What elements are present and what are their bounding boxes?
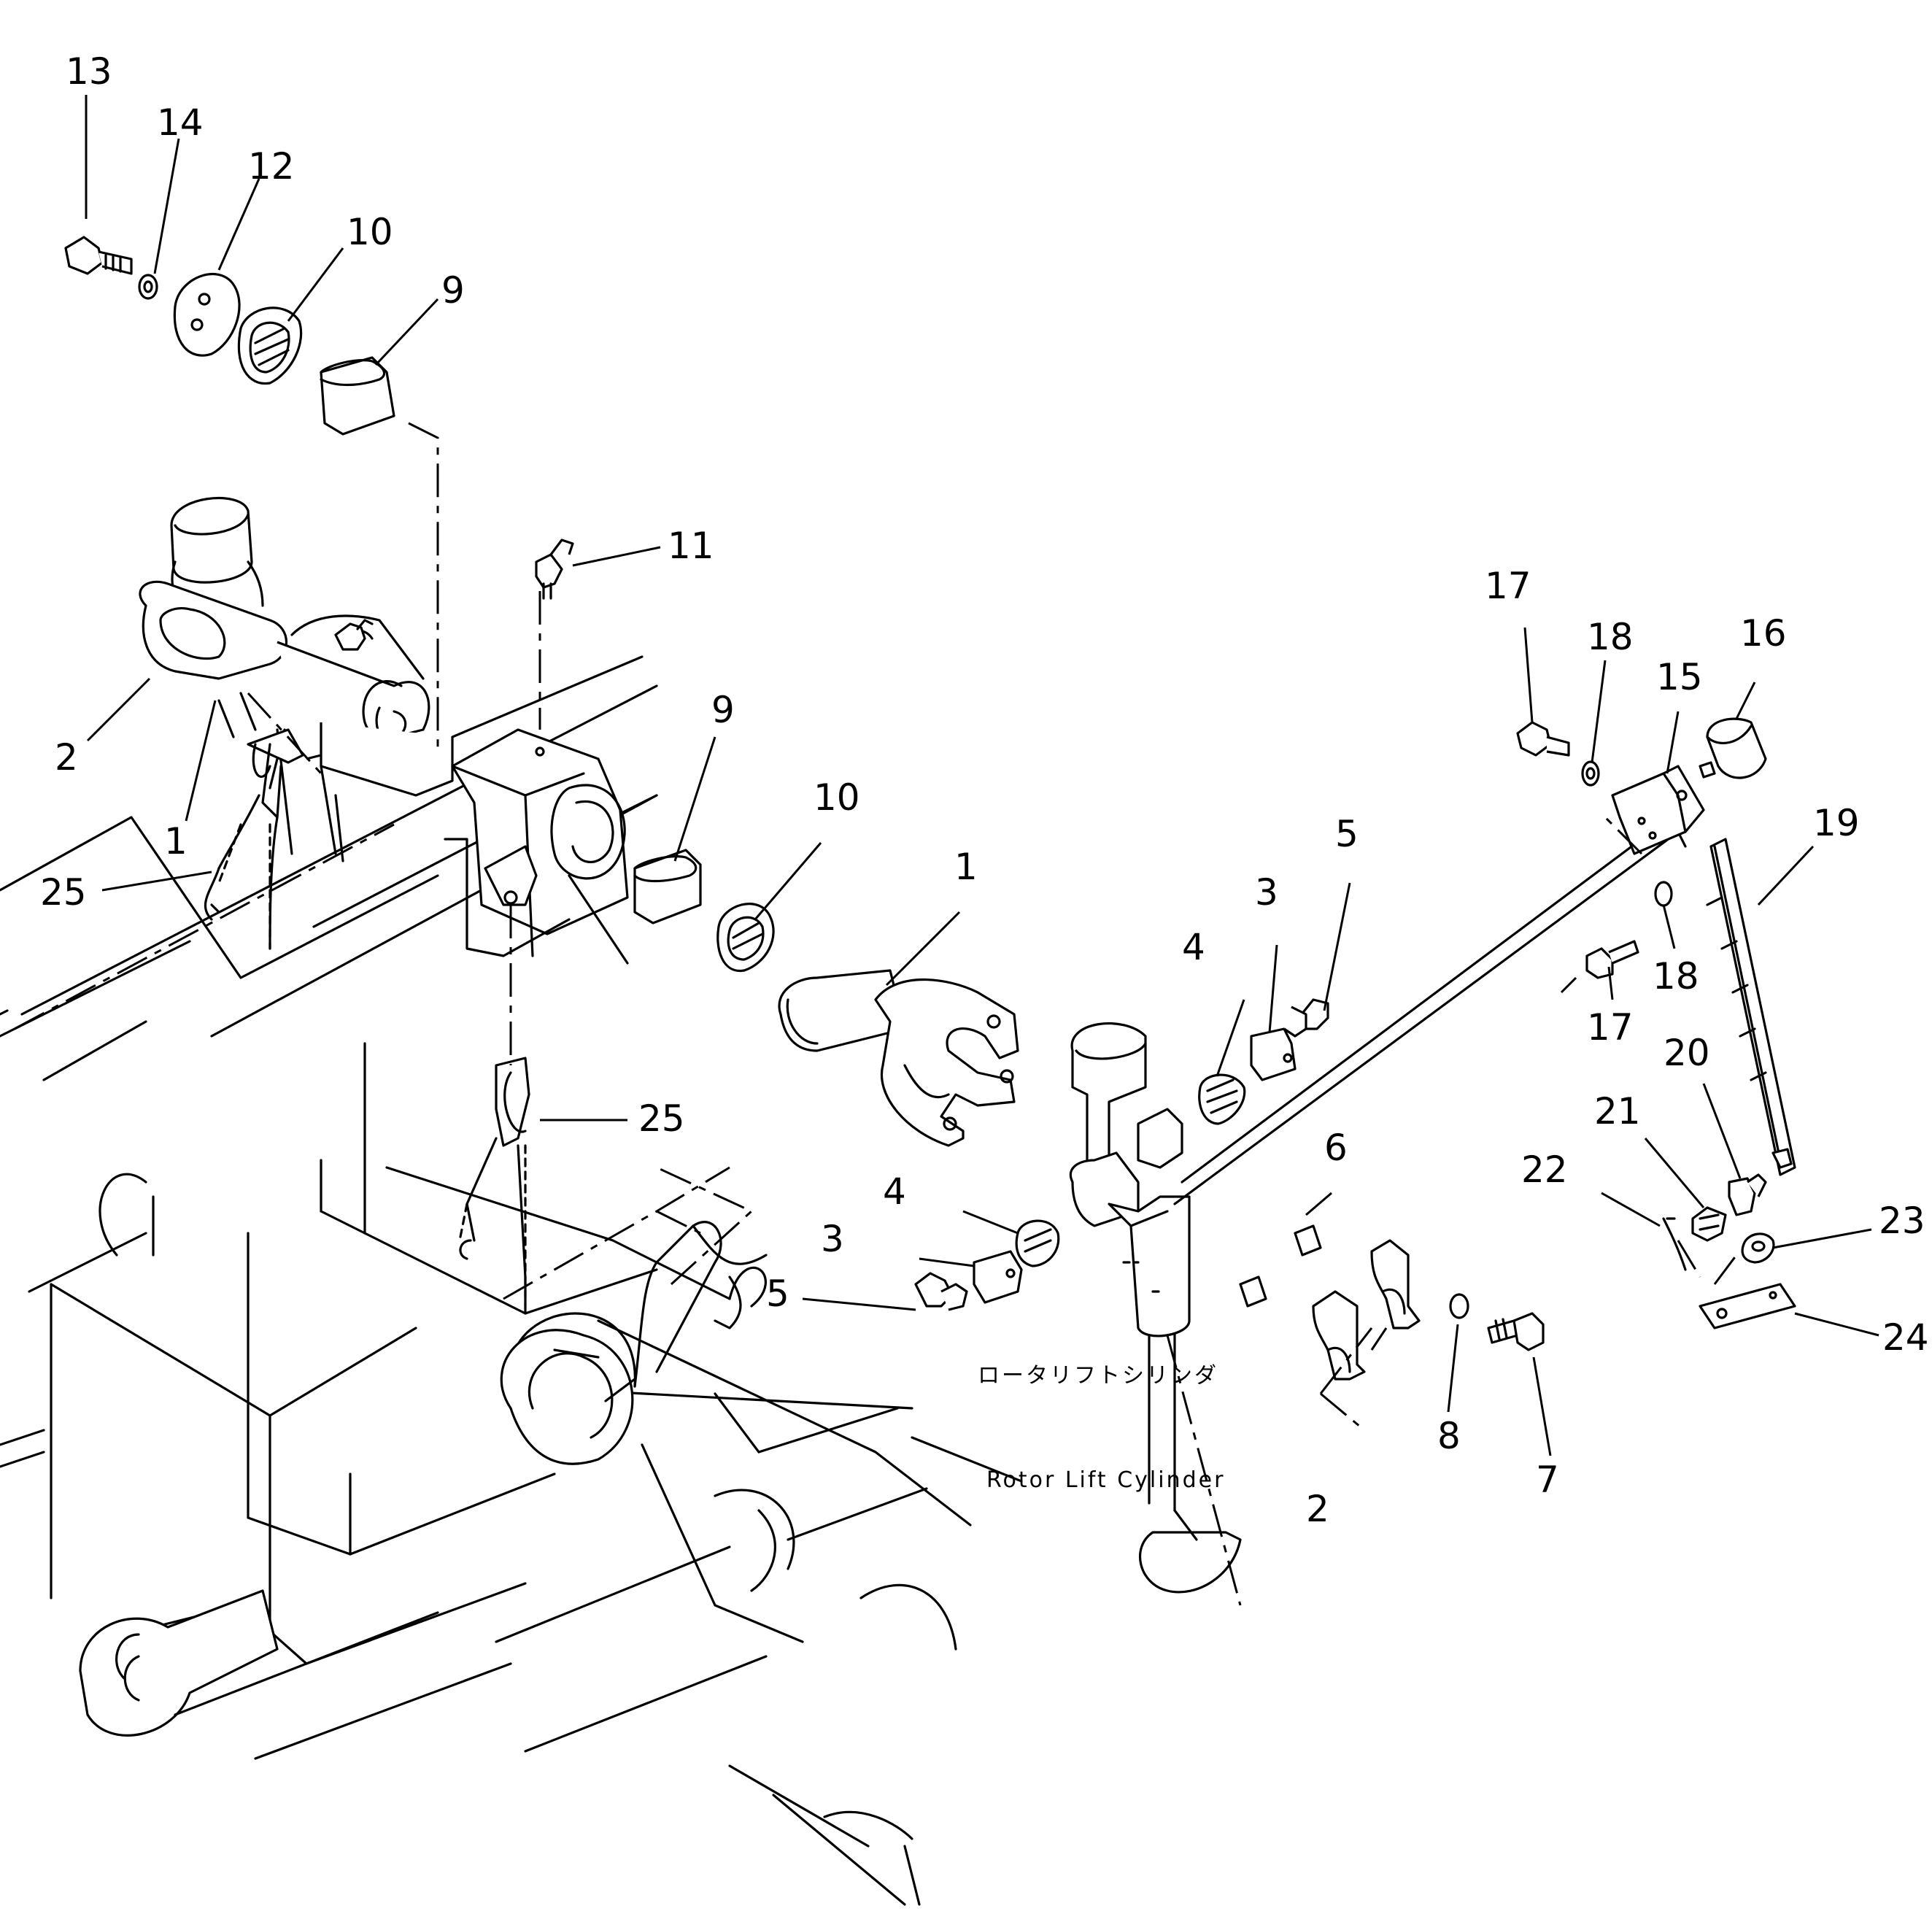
bolt-17-upper <box>1516 721 1600 787</box>
bolt-17-lower <box>1585 881 1673 979</box>
callout-14: 14 <box>157 101 204 144</box>
yoke-1 <box>778 969 1019 1147</box>
clamp-halves-2 <box>1312 1239 1421 1381</box>
cylinder-head <box>1069 1022 1191 1338</box>
callout-25: 25 <box>40 871 87 914</box>
center-bushing-stack <box>633 849 775 972</box>
washer-8-bolt-7 <box>1449 1293 1545 1351</box>
callout-18: 18 <box>1653 955 1699 997</box>
callout-7: 7 <box>1536 1459 1559 1501</box>
callout-23: 23 <box>1879 1200 1925 1242</box>
caption-japanese: ロータリフトシリンダ <box>978 1363 1218 1389</box>
bearing-block <box>444 728 629 965</box>
callout-numbers: 13 14 12 10 9 11 2 1 25 9 10 1 25 4 3 5 … <box>40 50 1929 1530</box>
upper-pin-parts <box>1198 998 1329 1125</box>
callout-2: 2 <box>55 736 78 779</box>
callout-4: 4 <box>1182 926 1205 968</box>
callout-6: 6 <box>1324 1127 1348 1169</box>
callout-2: 2 <box>1306 1488 1329 1530</box>
small-parts-20-24 <box>1662 1173 1796 1329</box>
lower-pin-parts <box>914 1219 1060 1311</box>
callout-12: 12 <box>248 145 295 188</box>
callout-10: 10 <box>814 776 860 819</box>
upper-bushing-stack <box>64 236 395 436</box>
rotor-lift-cylinder-caption: ロータリフトシリンダ Rotor Lift Cylinder <box>978 1363 1225 1493</box>
callout-3: 3 <box>821 1218 844 1260</box>
callout-15: 15 <box>1656 656 1703 698</box>
callout-24: 24 <box>1882 1316 1929 1359</box>
callout-3: 3 <box>1255 871 1278 914</box>
callout-18: 18 <box>1587 616 1634 658</box>
bracket-15 <box>1611 765 1705 855</box>
scale-bar-19 <box>1706 838 1796 1176</box>
callout-22: 22 <box>1521 1149 1568 1191</box>
callout-9: 9 <box>711 689 735 731</box>
callout-9: 9 <box>441 269 465 312</box>
callout-10: 10 <box>347 211 393 253</box>
pins-6 <box>1239 1224 1322 1308</box>
callout-25: 25 <box>638 1097 685 1140</box>
callout-17: 17 <box>1485 565 1531 607</box>
callout-11: 11 <box>668 525 714 567</box>
callout-5: 5 <box>766 1273 789 1315</box>
callout-5: 5 <box>1335 813 1359 855</box>
callout-4: 4 <box>883 1170 906 1213</box>
callout-19: 19 <box>1813 802 1860 844</box>
leader-lines <box>85 95 1879 1456</box>
callout-21: 21 <box>1594 1090 1641 1132</box>
center-lines <box>14 422 1738 1606</box>
main-frame <box>0 816 1242 1906</box>
callout-16: 16 <box>1740 612 1787 655</box>
callout-13: 13 <box>66 50 112 93</box>
callout-1: 1 <box>164 820 188 862</box>
callout-1: 1 <box>954 846 978 888</box>
chain-right <box>458 1057 530 1315</box>
callout-20: 20 <box>1664 1032 1710 1074</box>
upper-pivot-assembly <box>139 496 644 862</box>
chain-left <box>204 728 304 950</box>
callout-17: 17 <box>1587 1006 1634 1049</box>
sensor-16 <box>1699 717 1767 779</box>
callout-8: 8 <box>1437 1415 1461 1457</box>
grease-fitting-11 <box>535 539 574 600</box>
caption-english: Rotor Lift Cylinder <box>986 1467 1225 1493</box>
